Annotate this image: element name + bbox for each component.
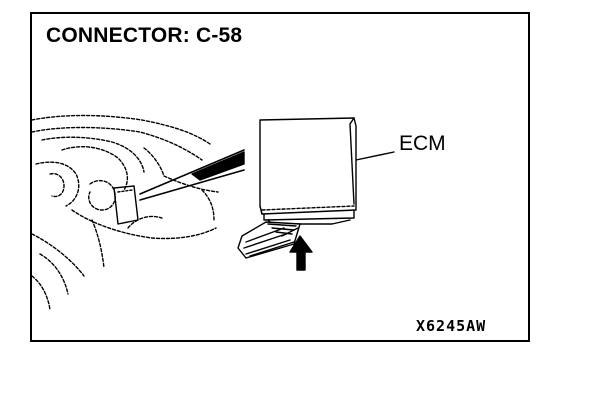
up-arrow (289, 235, 313, 271)
ecm-leader-line (355, 151, 395, 161)
ecm-label: ECM (399, 132, 446, 155)
zoom-beam-fill (191, 151, 245, 181)
connector-title: CONNECTOR: C-58 (46, 24, 243, 47)
ecm-unit (259, 117, 357, 225)
connector-location-illustration (32, 114, 395, 311)
zoom-beam-lower (139, 169, 245, 201)
figure-code: X6245AW (416, 317, 487, 335)
ecm-harness (237, 221, 301, 259)
connector-on-dash (113, 185, 139, 225)
diagram-frame: CONNECTOR: C-58 ECM X6245AW (30, 12, 530, 342)
zoom-beam-upper (139, 149, 245, 195)
dashboard-outline (32, 114, 219, 311)
